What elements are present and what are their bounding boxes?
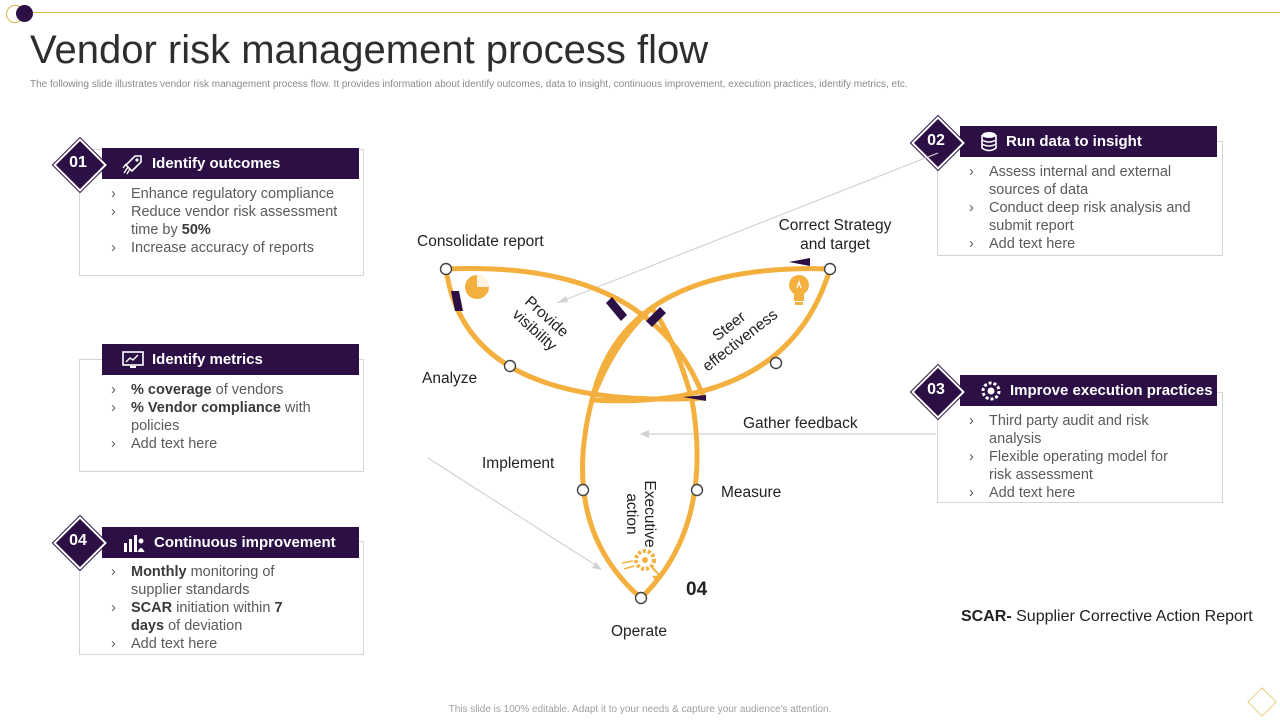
card-title: Identify metrics [152, 351, 263, 368]
top-rule [22, 12, 1280, 13]
label-gather-feedback: Gather feedback [743, 415, 858, 432]
connector-line [556, 152, 939, 304]
list-item: Conduct deep risk analysis and submit re… [969, 199, 1199, 235]
node-operate [634, 591, 648, 605]
flow-arrow [683, 395, 706, 401]
list-item: Assess internal and external sources of … [969, 163, 1199, 199]
lightbulb-icon [789, 275, 809, 305]
list-item: Add text here [969, 235, 1199, 253]
card-header-continuous-improvement: Continuous improvement [102, 527, 359, 558]
node-correct-strategy [823, 262, 837, 276]
card-title: Continuous improvement [154, 534, 336, 551]
connector-line [427, 457, 601, 569]
number-badge-text: 04 [69, 532, 87, 549]
loop-petal-right [589, 266, 833, 404]
label-measure: Measure [721, 484, 782, 501]
loop-petal-right [589, 266, 833, 403]
list-item: Monthly monitoring of supplier standards [111, 563, 311, 599]
list-item: Add text here [969, 484, 1189, 502]
connector-arrowhead [557, 296, 568, 303]
card-title: Run data to insight [1006, 133, 1142, 150]
corner-diamond-decor [1247, 687, 1277, 717]
label-step-number: 04 [686, 579, 708, 600]
node-analyze [503, 359, 517, 373]
flow-arrow [606, 297, 627, 321]
gear-click-icon [621, 549, 662, 583]
list-item: Add text here [111, 435, 341, 453]
decor-circle-filled [16, 5, 33, 22]
gears-icon [981, 381, 1001, 400]
page-subtitle: The following slide illustrates vendor r… [30, 79, 908, 90]
node-gather-feedback [769, 356, 783, 370]
pie-chart-icon [465, 275, 489, 299]
card-header-identify-outcomes: Identify outcomes [102, 148, 359, 179]
number-badge-text: 01 [69, 154, 87, 171]
bullet-list: Assess internal and external sources of … [969, 163, 1199, 253]
loop-petal-bottom [638, 305, 700, 601]
node-implement [576, 483, 590, 497]
label-implement: Implement [482, 455, 555, 472]
connector-arrowhead [640, 430, 649, 438]
bullet-list: Third party audit and risk analysis Flex… [969, 412, 1189, 502]
bullet-list: Enhance regulatory compliance Reduce ven… [111, 185, 341, 257]
label-executive-action: Executive action [623, 480, 658, 548]
node-consolidate [439, 262, 453, 276]
loop-petal-bottom [580, 305, 655, 601]
label-operate: Operate [611, 623, 668, 640]
card-header-identify-metrics: Identify metrics [102, 344, 359, 375]
number-badge-text: 02 [927, 132, 945, 149]
card-title: Improve execution practices [1010, 382, 1213, 399]
list-item: Flexible operating model for risk assess… [969, 448, 1189, 484]
flow-arrow [646, 307, 666, 327]
page-title: Vendor risk management process flow [30, 28, 709, 72]
label-consolidate-report: Consolidate report [417, 233, 544, 250]
flow-arrow [789, 258, 810, 266]
database-icon [981, 131, 997, 151]
list-item: Reduce vendor risk assessment time by 50… [111, 203, 341, 239]
card-header-run-data-to-insight: Run data to insight [960, 126, 1217, 157]
list-item: SCAR initiation within 7 days of deviati… [111, 599, 311, 635]
list-item: Enhance regulatory compliance [111, 185, 341, 203]
card-title: Identify outcomes [152, 155, 281, 172]
rocket-icon [122, 154, 142, 174]
loop-petal-left [443, 265, 707, 401]
list-item: Third party audit and risk analysis [969, 412, 1189, 448]
node-measure [690, 483, 704, 497]
number-badge-text: 03 [927, 381, 945, 398]
dashboard-icon [122, 350, 144, 368]
list-item: Increase accuracy of reports [111, 239, 341, 257]
card-header-improve-execution: Improve execution practices [960, 375, 1217, 406]
list-item: % coverage of vendors [111, 381, 341, 399]
scar-note: SCAR- Supplier Corrective Action Report [961, 608, 1253, 625]
team-chart-icon [124, 534, 145, 552]
bullet-list: % coverage of vendors % Vendor complianc… [111, 381, 341, 453]
list-item: % Vendor compliance with policies [111, 399, 341, 435]
label-correct-strategy: Correct Strategy and target [778, 217, 892, 253]
list-item: Add text here [111, 635, 311, 653]
label-analyze: Analyze [422, 370, 478, 387]
flow-arrow [451, 291, 463, 311]
bullet-list: Monthly monitoring of supplier standards… [111, 563, 311, 653]
footer-note: This slide is 100% editable. Adapt it to… [448, 704, 832, 715]
connector-arrowhead [592, 562, 602, 570]
